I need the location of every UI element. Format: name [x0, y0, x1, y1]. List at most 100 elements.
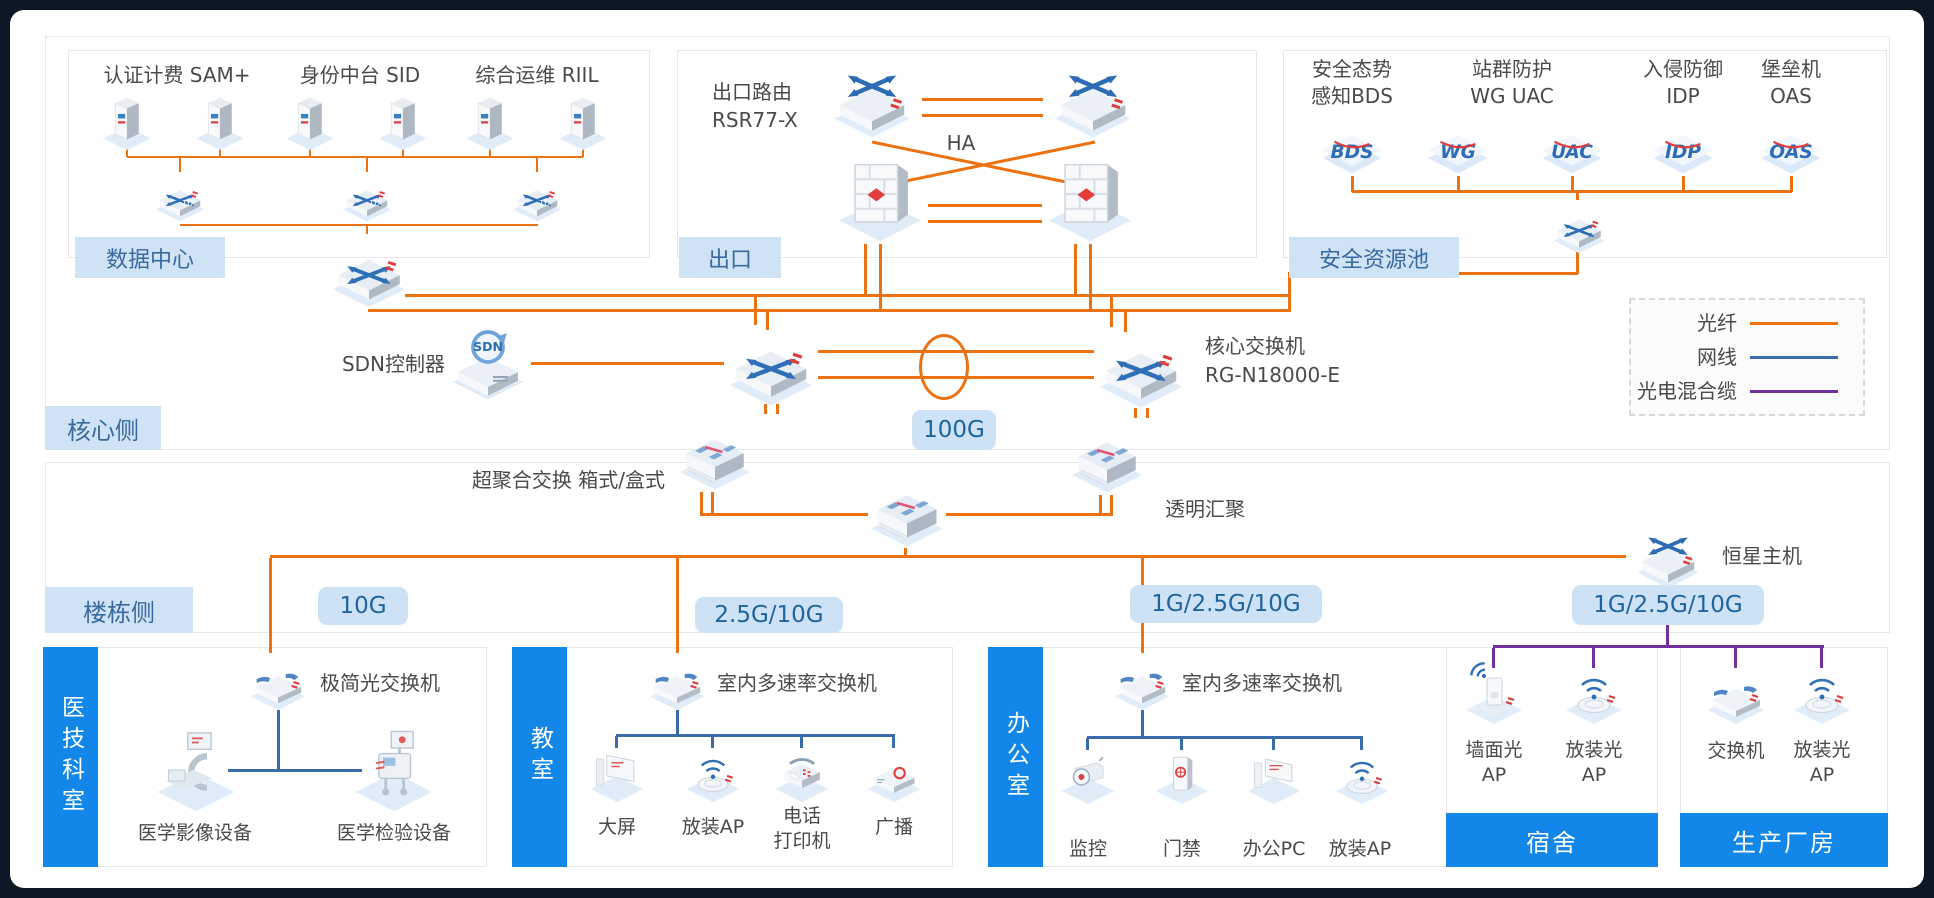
fiber-link [928, 204, 1042, 207]
fiber-link [676, 558, 679, 653]
hybrid-link [1493, 645, 1824, 648]
medical-test-icon [350, 726, 438, 814]
hybrid-link [1734, 648, 1737, 668]
aggregation-switch-icon [1067, 413, 1147, 497]
bds-glyph: BDS [1331, 142, 1374, 163]
speed-badge-right: 1G/2.5G/10G [1572, 585, 1764, 625]
speed-badge-25g: 2.5G/10G [695, 597, 843, 633]
fiber-link [711, 492, 714, 516]
legend-hybrid-label: 光电混合缆 [1637, 379, 1737, 403]
fiber-link [366, 226, 368, 234]
switch-unit-label: 1U [182, 199, 193, 208]
uac-appliance-icon: UAC [1533, 110, 1611, 180]
server-icon [191, 92, 249, 154]
switch-icon [146, 170, 214, 224]
classroom-device-label: 大屏 [597, 816, 636, 838]
server-icon [461, 92, 519, 154]
bds-appliance-icon: BDS [1313, 110, 1391, 180]
egress-badge: 出口 [679, 237, 781, 278]
ethernet-link [1272, 738, 1275, 750]
fiber-link [1682, 176, 1685, 192]
classroom-band-label: 教室 [526, 726, 553, 788]
fiber-link [582, 149, 584, 157]
switch-unit-label: 1U [369, 199, 380, 208]
ethernet-link [277, 710, 280, 772]
fiber-link [402, 149, 404, 157]
aggregation-switch-icon [675, 410, 755, 494]
medical-room-band-label: 医技科室 [57, 695, 84, 819]
medical-switch-label: 极简光交换机 [320, 671, 440, 695]
dorm-device-label: 放装光 AP [1565, 739, 1623, 786]
switch-unit-label: 1U [539, 199, 550, 208]
security-label-oas: 堡垒机 OAS [1761, 57, 1821, 108]
speed-10g-label: 10G [339, 593, 387, 619]
router-icon [822, 54, 922, 140]
classroom-panel [512, 647, 953, 867]
wall-ap-icon [1461, 662, 1527, 726]
fiber-link [1134, 408, 1137, 418]
datacenter-panel [68, 50, 650, 258]
firewall-icon [832, 150, 928, 244]
fiber-link [922, 98, 1043, 101]
fiber-link [1352, 190, 1792, 193]
multirate-switch-icon [1106, 650, 1178, 712]
server-icon [374, 92, 432, 154]
transparent-agg-label: 透明汇聚 [1165, 497, 1245, 521]
fiber-link [1146, 408, 1149, 418]
sdn-controller-label: SDN控制器 [341, 352, 445, 376]
ethernet-link [892, 736, 895, 748]
fiber-link [536, 158, 538, 172]
fiber-link [1074, 244, 1077, 296]
fiber-link [766, 312, 769, 330]
datacenter-badge-label: 数据中心 [105, 247, 194, 273]
speed-office-label: 1G/2.5G/10G [1151, 591, 1301, 617]
speed-right-label: 1G/2.5G/10G [1593, 592, 1743, 618]
multirate-switch-icon [641, 650, 713, 712]
fiber-link [531, 362, 724, 365]
building-side-badge: 楼栋侧 [45, 587, 193, 633]
factory-bar: 生产厂房 [1680, 813, 1888, 867]
ha-cross-links [871, 140, 1096, 190]
router-icon [1043, 54, 1143, 140]
office-device-label: 监控 [1068, 838, 1107, 860]
ethernet-link [228, 769, 362, 772]
classroom-device-label: 广播 [874, 816, 913, 838]
broadcast-icon [862, 744, 926, 804]
hybrid-link [1666, 625, 1669, 647]
fiber-link [1576, 252, 1579, 274]
datacenter-badge: 数据中心 [75, 237, 225, 278]
fiber-link [1571, 176, 1574, 192]
security-badge: 安全资源池 [1289, 237, 1459, 278]
dorm-bar-label: 宿舍 [1526, 828, 1578, 857]
fiber-link [1110, 495, 1113, 516]
security-badge-label: 安全资源池 [1318, 247, 1429, 273]
ap-icon [1330, 746, 1394, 806]
hybrid-link [1592, 648, 1595, 668]
fiber-link [1576, 193, 1579, 200]
dorm-bar: 宿舍 [1446, 813, 1658, 867]
idp-appliance-icon: IDP [1644, 110, 1722, 180]
firewall-icon [1042, 150, 1138, 244]
hybrid-link [1820, 648, 1823, 668]
office-band: 办公室 [988, 647, 1043, 867]
speed-25g-label: 2.5G/10G [714, 602, 824, 628]
star-host-icon [1622, 520, 1714, 590]
optical-switch-icon [242, 650, 314, 712]
oas-glyph: OAS [1769, 142, 1813, 163]
speed-badge-10g: 10G [318, 587, 408, 625]
ethernet-link [1087, 736, 1363, 739]
ethernet-link [1141, 710, 1144, 738]
link-bundle-ellipse [919, 334, 969, 400]
speed-badge-100g: 100G [912, 410, 996, 450]
speed-badge-office: 1G/2.5G/10G [1130, 585, 1322, 623]
office-device-label: 门禁 [1162, 838, 1201, 860]
sdn-glyph: SDN [473, 339, 503, 354]
ethernet-link [1360, 738, 1363, 750]
core-switch-icon [1094, 318, 1188, 412]
ap-icon [681, 744, 745, 804]
server-icon [554, 92, 612, 154]
fiber-link [1790, 176, 1793, 192]
legend-fiber-line [1750, 322, 1838, 325]
fiber-link [928, 220, 1042, 223]
egress-badge-label: 出口 [707, 247, 752, 273]
